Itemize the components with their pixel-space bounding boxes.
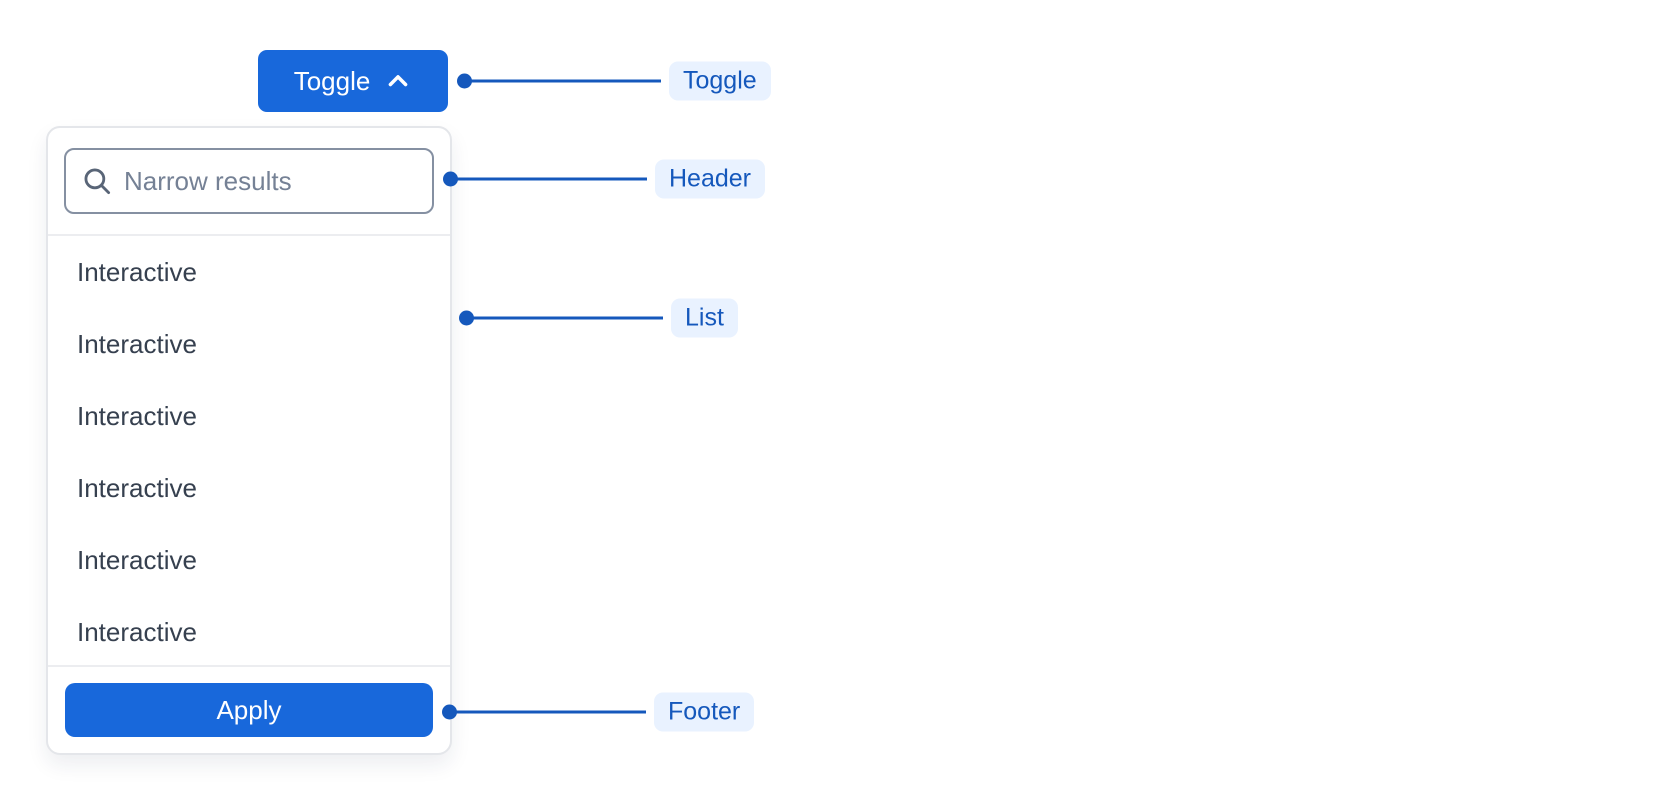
apply-button[interactable]: Apply — [65, 683, 433, 737]
list-item[interactable]: Interactive — [77, 472, 197, 503]
chevron-up-icon — [384, 67, 412, 95]
toggle-button-label: Toggle — [293, 65, 371, 96]
annotation-label: Toggle — [669, 61, 771, 101]
annotation-label: List — [671, 298, 738, 338]
dropdown-header — [48, 128, 450, 236]
dropdown-list: Interactive Interactive Interactive Inte… — [48, 236, 450, 665]
annotation-list: List — [459, 298, 738, 338]
list-item[interactable]: Interactive — [77, 256, 197, 287]
connector-line — [454, 710, 646, 714]
connector-line — [471, 316, 663, 320]
search-icon — [80, 164, 114, 198]
annotation-header: Header — [443, 159, 765, 199]
connector-dot — [459, 310, 474, 326]
connector-line — [469, 79, 661, 83]
annotation-label: Header — [655, 159, 765, 199]
dropdown-panel: Interactive Interactive Interactive Inte… — [46, 126, 452, 755]
search-input[interactable] — [124, 165, 418, 197]
list-item[interactable]: Interactive — [77, 544, 197, 575]
connector-line — [455, 177, 647, 181]
connector-dot — [457, 73, 472, 89]
annotation-toggle: Toggle — [457, 61, 771, 101]
search-field[interactable] — [64, 148, 434, 214]
annotation-label: Footer — [654, 692, 755, 732]
list-item[interactable]: Interactive — [77, 616, 197, 647]
list-item[interactable]: Interactive — [77, 400, 197, 431]
annotation-footer: Footer — [442, 692, 755, 732]
list-item[interactable]: Interactive — [77, 328, 197, 359]
toggle-button[interactable]: Toggle — [258, 50, 448, 112]
dropdown-footer: Apply — [48, 665, 450, 753]
